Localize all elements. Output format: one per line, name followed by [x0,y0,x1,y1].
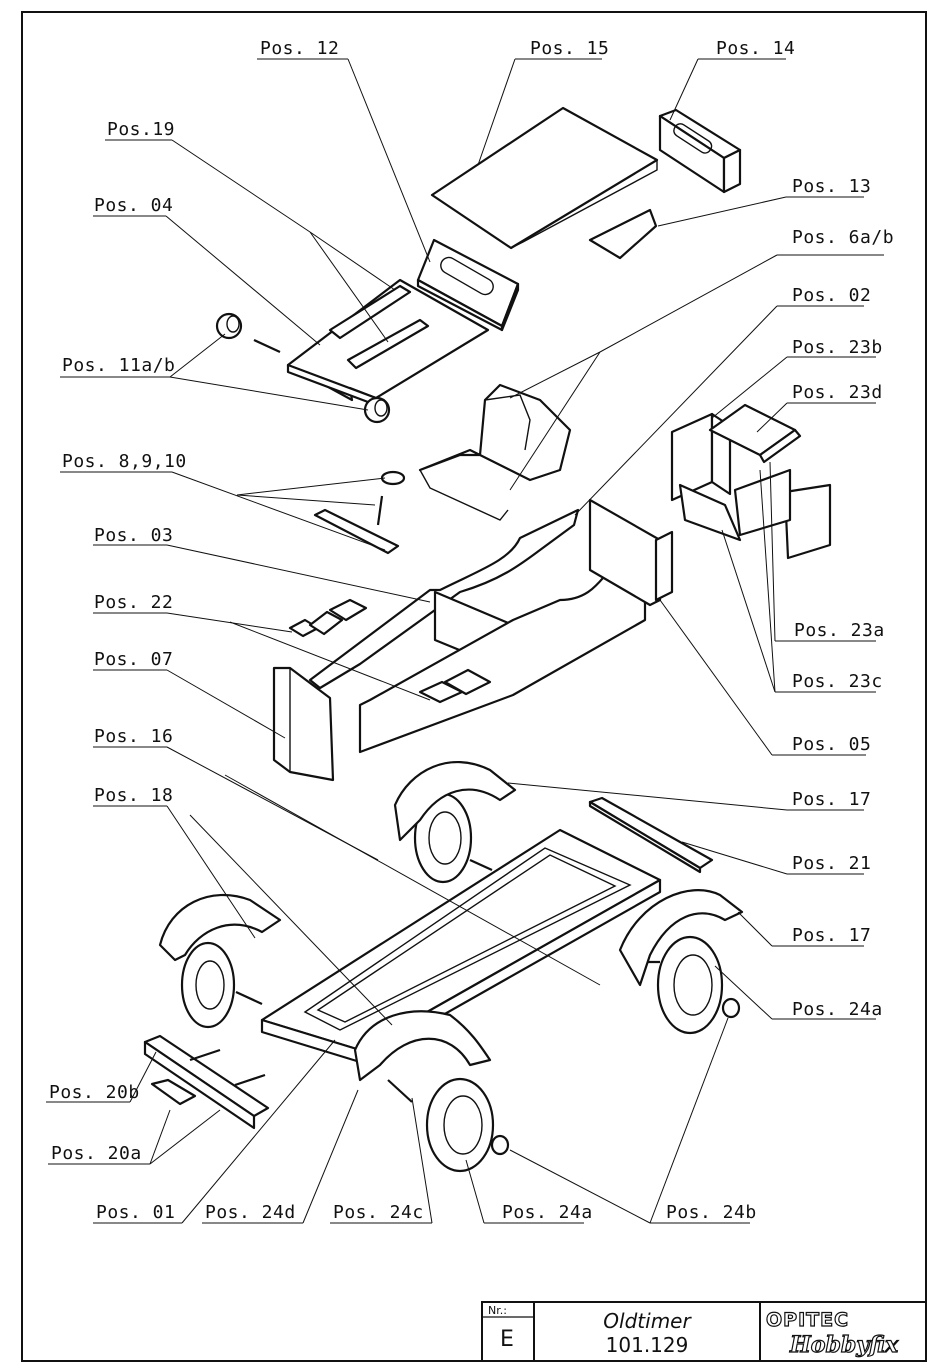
label-pos15: Pos. 15 [530,38,609,59]
brand-logo-subtext: Hobbyfix [789,1332,899,1358]
part-pos21-strip [588,796,714,874]
label-pos01: Pos. 01 [96,1202,175,1223]
label-pos24d: Pos. 24d [205,1202,296,1223]
part-pos23-box-parts [670,403,832,560]
label-pos24a-right: Pos. 24a [792,999,883,1020]
part-pos15-roof-panel [430,106,659,250]
part-drawings [143,106,832,1173]
label-pos23c: Pos. 23c [792,671,883,692]
position-labels: Pos. 12 Pos. 15 Pos. 14 Pos.19 Pos. 04 P… [49,38,894,1223]
label-pos13: Pos. 13 [792,176,871,197]
label-pos12: Pos. 12 [260,38,339,59]
part-pos12-slotted-block [416,238,520,332]
label-pos02: Pos. 02 [792,285,871,306]
title-block-nr-label: Nr.: [488,1304,507,1317]
part-pos13-wedge [588,208,658,260]
brand-logo-text: OPITEC [766,1309,849,1331]
part-pos04-base-plate [286,278,490,407]
label-pos8910: Pos. 8,9,10 [62,451,187,472]
title-block: Nr.: E Oldtimer 101.129 OPITEC Hobbyfix [481,1301,927,1362]
part-pos02-03-body-panels [308,498,674,754]
part-pos8-9-10-small-parts [313,470,406,555]
label-pos20a: Pos. 20a [51,1143,142,1164]
part-hubcaps [490,997,741,1156]
drawing-border [21,11,927,1362]
label-pos23a: Pos. 23a [794,620,885,641]
label-pos05: Pos. 05 [792,734,871,755]
part-pos14-slotted-block [658,108,742,194]
part-wheels [180,792,724,1173]
label-pos21: Pos. 21 [792,853,871,874]
label-pos24a-bottom: Pos. 24a [502,1202,593,1223]
label-pos24c: Pos. 24c [333,1202,424,1223]
part-fenders [158,761,744,1082]
label-pos04: Pos. 04 [94,195,173,216]
label-pos07: Pos. 07 [94,649,173,670]
part-pos20-bumper [143,1034,270,1130]
label-pos24b: Pos. 24b [666,1202,757,1223]
part-pos6-seats [418,383,572,521]
label-pos23d: Pos. 23d [792,382,883,403]
label-pos11ab: Pos. 11a/b [62,355,175,376]
label-pos16: Pos. 16 [94,726,173,747]
label-pos6ab: Pos. 6a/b [792,227,894,248]
part-pos07-front-block [272,666,335,782]
label-pos22: Pos. 22 [94,592,173,613]
label-pos18: Pos. 18 [94,785,173,806]
label-pos17-lower: Pos. 17 [792,925,871,946]
label-pos23b: Pos. 23b [792,337,883,358]
drawing-number: 101.129 [606,1333,689,1357]
title-block-nr-value: E [500,1327,514,1352]
label-pos03: Pos. 03 [94,525,173,546]
label-pos19: Pos.19 [107,119,175,140]
label-pos17-top: Pos. 17 [792,789,871,810]
drawing-title: Oldtimer [603,1309,692,1333]
part-pos22-grilles [288,598,492,704]
label-pos20b: Pos. 20b [49,1082,140,1103]
leader-lines [46,58,884,1224]
label-pos14: Pos. 14 [716,38,795,59]
part-pos11-knobs [215,312,391,424]
